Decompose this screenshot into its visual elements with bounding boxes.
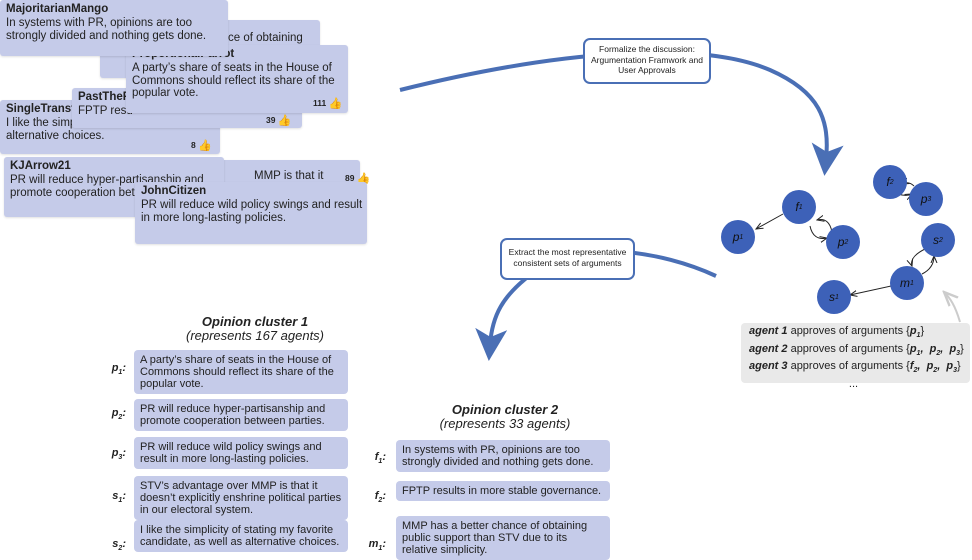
formalize-arrow — [399, 50, 844, 176]
cluster2-argument-m1: MMP has a better chance of obtaining pub… — [396, 516, 610, 560]
like-count: 111 👍 — [313, 97, 342, 110]
cluster2-label-m1: m1: — [368, 538, 386, 553]
comment-text: MMP is that it — [254, 170, 324, 182]
edge-m1-s1 — [850, 285, 892, 295]
cluster1-argument-s1: STV’s advantage over MMP is that it does… — [134, 476, 348, 520]
thumbs-up-icon: 👍 — [198, 140, 212, 152]
cluster2-label-f2: f2: — [374, 490, 386, 505]
cluster2-argument-f2: FPTP results in more stable governance. — [396, 481, 610, 501]
comment-text: FPTP resu — [78, 105, 133, 117]
cluster1-label-s2: s2: — [112, 538, 126, 553]
comment-text: A party’s share of seats in the House of… — [132, 62, 335, 99]
edge-m1-s2 — [921, 256, 934, 275]
comment-text: PR will reduce wild policy swings and re… — [141, 199, 363, 224]
cluster2-argument-f1: In systems with PR, opinions are too str… — [396, 440, 610, 472]
edge-f1-p1 — [756, 213, 784, 229]
edge-s2-m1 — [912, 248, 926, 266]
comment-card-proportional-parrot: ProportionalParrot A party’s share of se… — [126, 45, 348, 113]
comment-text: In systems with PR, opinions are too str… — [6, 17, 207, 42]
cluster1-title: Opinion cluster 1 (represents 167 agents… — [185, 314, 325, 343]
like-count-value: 8 — [191, 139, 196, 150]
extract-callout: Extract the most representative consiste… — [500, 238, 635, 280]
cluster1-argument-p1: A party’s share of seats in the House of… — [134, 350, 348, 394]
comment-author: KJArrow21 — [10, 160, 71, 172]
comment-text: ce of obtaining — [228, 32, 303, 44]
comment-author: MajoritarianMango — [6, 3, 109, 15]
like-count-value: 89 — [345, 172, 355, 183]
cluster1-label-p2: p2: — [111, 407, 126, 422]
approval-ellipsis: ... — [848, 378, 859, 391]
cluster1-label-p1: p1: — [111, 362, 126, 377]
cluster2-label-f1: f1: — [374, 451, 386, 466]
comment-author: JohnCitizen — [141, 185, 207, 197]
comment-card-majoritarian-mango: MajoritarianMango In systems with PR, op… — [0, 0, 228, 56]
comment-author: SingleTransfe — [6, 103, 82, 115]
approval-row: agent 2 approves of arguments {p1, p2, p… — [749, 342, 964, 357]
user-approvals-panel: agent 1 approves of arguments {p1} agent… — [741, 323, 970, 390]
formalize-callout-text: Formalize the discussion: Argumentation … — [591, 44, 703, 75]
formalize-callout: Formalize the discussion: Argumentation … — [583, 38, 711, 84]
cluster1-label-p3: p3: — [111, 447, 126, 462]
thumbs-up-icon: 👍 — [328, 98, 343, 110]
comment-author: PastTheP — [78, 91, 131, 103]
cluster1-argument-p2: PR will reduce hyper-partisanship and pr… — [134, 399, 348, 431]
like-count-value: 111 — [313, 97, 327, 108]
like-count: 8 👍 — [191, 139, 212, 152]
comment-card-johncitizen: JohnCitizen PR will reduce wild policy s… — [135, 182, 367, 244]
thumbs-up-icon: 👍 — [277, 115, 292, 127]
cluster1-argument-s2: I like the simplicity of stating my favo… — [134, 520, 348, 552]
approval-row: agent 1 approves of arguments {p1} — [749, 325, 925, 340]
approval-row: agent 3 approves of arguments {f2, p2, p… — [749, 360, 961, 375]
approvals-arrow — [944, 292, 961, 323]
like-count-value: 39 — [266, 114, 276, 125]
cluster1-argument-p3: PR will reduce wild policy swings and re… — [134, 437, 348, 469]
edge-f1-p2 — [809, 225, 827, 239]
cluster2-title: Opinion cluster 2 (represents 33 agents) — [439, 402, 571, 431]
extract-callout-text: Extract the most representative consiste… — [508, 247, 627, 268]
like-count: 39 👍 — [266, 114, 292, 127]
cluster1-label-s1: s1: — [112, 490, 126, 505]
